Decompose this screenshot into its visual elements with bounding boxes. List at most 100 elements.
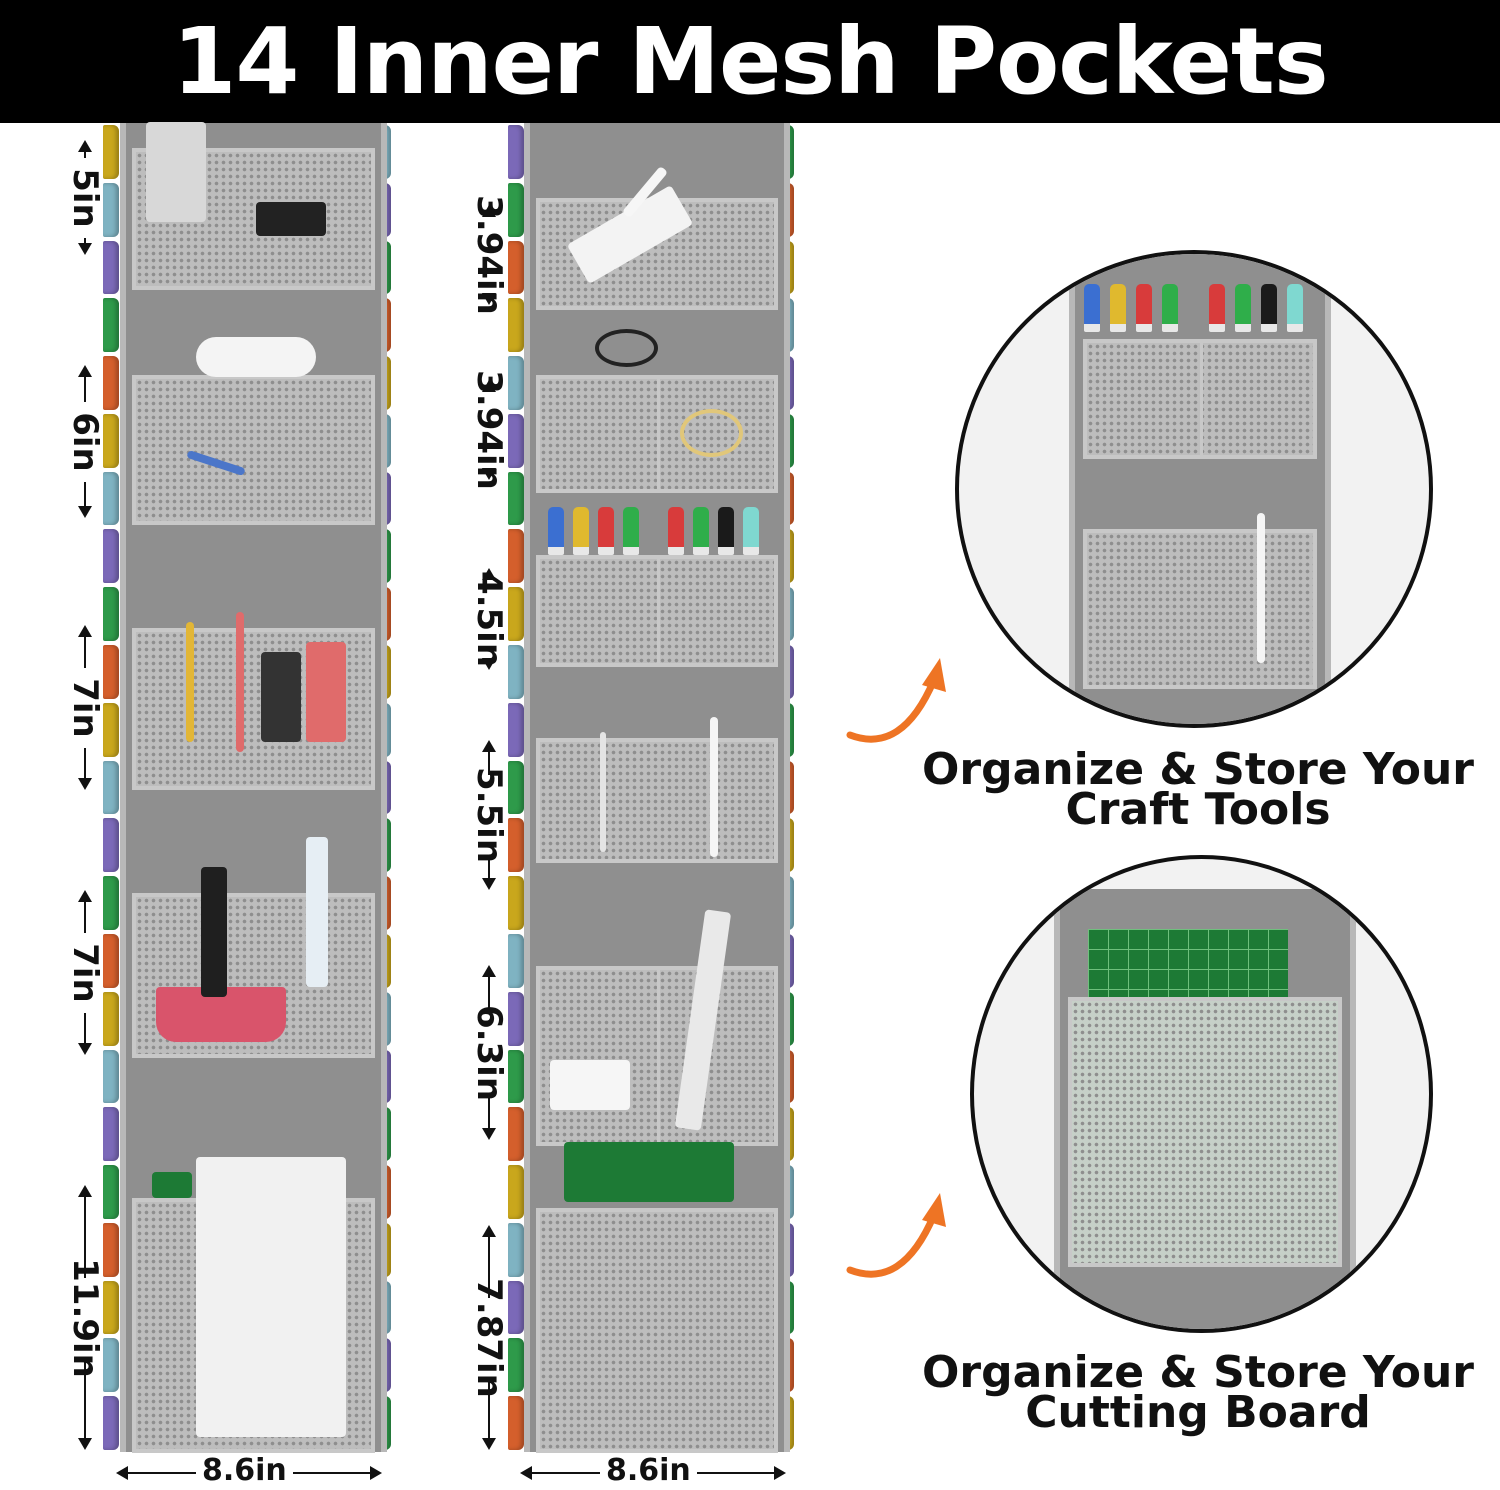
hook-tool bbox=[261, 652, 301, 742]
cutting-mat bbox=[564, 1142, 734, 1202]
caption-cutting-board: Organize & Store Your Cutting Board bbox=[918, 1347, 1478, 1435]
dimension-line bbox=[488, 855, 490, 880]
vinyl-roll bbox=[508, 1165, 524, 1219]
craft-knife bbox=[236, 612, 244, 752]
mesh-pocket bbox=[536, 555, 778, 667]
arrow-down-icon bbox=[78, 1438, 92, 1450]
marker-cap bbox=[598, 507, 614, 555]
vinyl-roll-strip bbox=[508, 123, 524, 1452]
width-label: 8.6in bbox=[196, 1453, 293, 1488]
vinyl-roll bbox=[508, 471, 524, 526]
vinyl-roll bbox=[508, 182, 524, 237]
vinyl-roll bbox=[103, 356, 119, 410]
arrow-down-icon bbox=[78, 243, 92, 255]
dimension-line bbox=[84, 237, 86, 245]
arrow-up-icon bbox=[482, 205, 496, 217]
mesh-pocket bbox=[536, 165, 778, 310]
blade-pack bbox=[146, 122, 206, 222]
arrow-down-icon bbox=[482, 1128, 496, 1140]
dimension-line bbox=[488, 975, 490, 1013]
vinyl-roll bbox=[508, 529, 524, 584]
mesh-pocket bbox=[1083, 339, 1317, 459]
vinyl-roll bbox=[103, 413, 119, 468]
marker-cap bbox=[1235, 284, 1251, 332]
orange-arrow-icon bbox=[846, 1193, 946, 1278]
dimension-label: 5.5in bbox=[469, 766, 509, 864]
vinyl-roll bbox=[103, 471, 119, 526]
scraper bbox=[306, 837, 328, 987]
vinyl-roll bbox=[508, 356, 524, 410]
dimension-line bbox=[84, 900, 86, 933]
vinyl-roll-strip bbox=[103, 123, 119, 1452]
arrow-down-icon bbox=[78, 506, 92, 518]
vinyl-roll bbox=[508, 1222, 524, 1277]
craft-knife bbox=[186, 622, 194, 742]
vinyl-roll bbox=[103, 182, 119, 237]
vinyl-roll bbox=[103, 529, 119, 584]
mesh-pocket bbox=[1083, 513, 1317, 689]
weeding-tool bbox=[710, 717, 718, 857]
mesh-pocket bbox=[132, 1157, 375, 1453]
mesh-pocket bbox=[536, 909, 778, 1146]
arrow-up-icon bbox=[78, 365, 92, 377]
vinyl-roll bbox=[103, 1338, 119, 1393]
vinyl-roll bbox=[103, 1222, 119, 1277]
organizer-closeup bbox=[1069, 254, 1331, 724]
mesh-pocket bbox=[132, 612, 375, 790]
vinyl-roll bbox=[508, 125, 524, 179]
marker-cap bbox=[1110, 284, 1126, 332]
dimension-line bbox=[488, 1092, 490, 1130]
dimension-line bbox=[84, 1357, 86, 1440]
cutting-mat bbox=[152, 1172, 192, 1198]
arrow-up-icon bbox=[78, 625, 92, 637]
vinyl-roll bbox=[508, 760, 524, 815]
detail-circle-craft-tools bbox=[955, 250, 1433, 728]
hook-tool bbox=[306, 642, 346, 742]
dimension-label: 4.5in bbox=[469, 570, 509, 668]
scissors bbox=[680, 409, 743, 457]
width-label: 8.6in bbox=[600, 1453, 697, 1488]
vinyl-roll bbox=[508, 933, 524, 988]
caption-line: Organize & Store Your bbox=[921, 1347, 1475, 1398]
marker-cap bbox=[1209, 284, 1225, 332]
vinyl-roll bbox=[103, 1396, 119, 1450]
vinyl-roll bbox=[103, 1280, 119, 1335]
mesh-pocket bbox=[132, 337, 375, 525]
arrow-left-icon bbox=[116, 1466, 128, 1480]
arrow-down-icon bbox=[482, 293, 496, 305]
arrow-up-icon bbox=[482, 568, 496, 580]
marker-cap bbox=[1084, 284, 1100, 332]
left-organizer-panel bbox=[120, 122, 387, 1453]
arrow-right-icon bbox=[774, 1466, 786, 1480]
vinyl-roll bbox=[508, 1049, 524, 1104]
vinyl-roll bbox=[508, 1338, 524, 1393]
caption-line: Organize & Store Your bbox=[921, 744, 1475, 795]
vinyl-roll bbox=[508, 702, 524, 757]
dimension-line bbox=[84, 481, 86, 508]
squeegee-handle bbox=[201, 867, 227, 997]
marker-cap bbox=[1162, 284, 1178, 332]
tweezers bbox=[600, 732, 606, 852]
vinyl-roll bbox=[508, 298, 524, 353]
vinyl-roll bbox=[103, 1049, 119, 1104]
marker-cap bbox=[693, 507, 709, 555]
vinyl-roll bbox=[508, 876, 524, 930]
arrow-up-icon bbox=[482, 740, 496, 752]
vinyl-roll bbox=[508, 1396, 524, 1450]
orange-arrow-icon bbox=[846, 658, 946, 743]
vinyl-roll bbox=[103, 1107, 119, 1162]
scissors bbox=[595, 329, 658, 367]
blade-holder bbox=[256, 202, 326, 236]
scraper bbox=[550, 1060, 630, 1110]
vinyl-roll bbox=[103, 240, 119, 295]
vinyl-roll bbox=[103, 760, 119, 815]
vinyl-roll bbox=[508, 1280, 524, 1335]
dimension-line bbox=[488, 1235, 490, 1298]
mesh-pocket bbox=[132, 837, 375, 1058]
dimension-label: 11.9in bbox=[65, 1257, 105, 1378]
dimension-label: 6.3in bbox=[469, 1004, 509, 1101]
vinyl-roll bbox=[508, 991, 524, 1046]
arrow-left-icon bbox=[520, 1466, 532, 1480]
arrow-right-icon bbox=[370, 1466, 382, 1480]
metal-ruler bbox=[674, 909, 732, 1131]
